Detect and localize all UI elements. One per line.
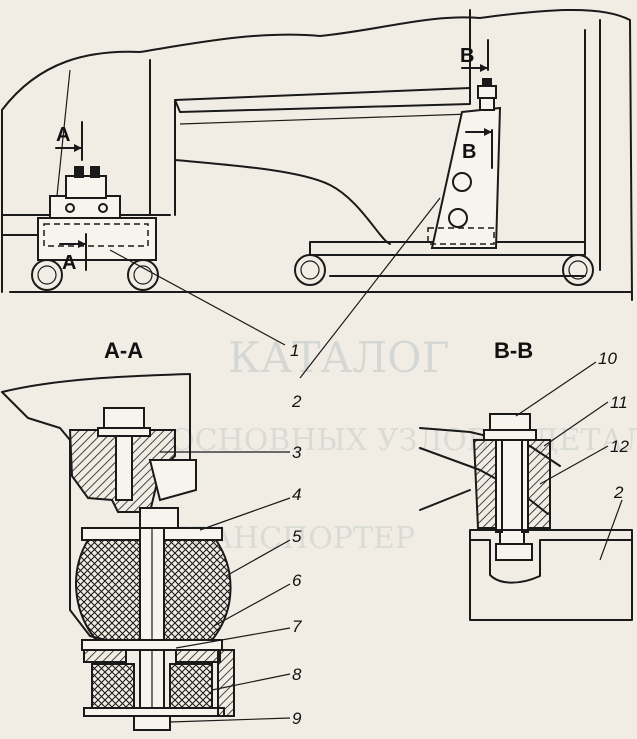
section-aa-drawing bbox=[1, 373, 235, 731]
watermark-line-1: КАТАЛОГ bbox=[228, 333, 449, 382]
arrow-label-b-lower: B bbox=[462, 141, 476, 163]
leader-2 bbox=[299, 197, 441, 379]
section-bb-drawing bbox=[419, 413, 633, 621]
callout-4: 4 bbox=[292, 485, 301, 504]
arrow-label-a-top: A bbox=[56, 124, 70, 146]
callout-9: 9 bbox=[292, 709, 302, 728]
section-arrow-a-bottom: A bbox=[59, 233, 87, 274]
callout-12: 12 bbox=[610, 437, 629, 456]
callout-2-bb: 2 bbox=[613, 483, 624, 502]
arrow-label-b-top: B bbox=[460, 45, 474, 67]
callout-5: 5 bbox=[292, 527, 302, 546]
callout-6: 6 bbox=[292, 571, 302, 590]
section-arrow-b-top: B bbox=[460, 39, 489, 72]
section-title-aa: A-A bbox=[104, 338, 143, 363]
vehicle-overview bbox=[1, 8, 633, 301]
section-arrow-a-top: A bbox=[55, 121, 83, 161]
callout-11: 11 bbox=[610, 393, 628, 412]
callout-7: 7 bbox=[292, 617, 302, 636]
watermark: КАТАЛОГ ОСНОВНЫХ УЗЛОВ И ДЕТАЛЕЙ ТРАНСПО… bbox=[170, 333, 637, 556]
aa-callouts: 3 4 5 6 7 8 9 bbox=[160, 443, 302, 728]
callout-8: 8 bbox=[292, 665, 302, 684]
callout-1: 1 bbox=[290, 341, 299, 360]
leader-1 bbox=[109, 249, 286, 346]
callout-10: 10 bbox=[598, 349, 617, 368]
bb-callouts: 10 11 12 2 bbox=[515, 349, 629, 561]
callout-3: 3 bbox=[292, 443, 302, 462]
section-arrow-b-lower: B bbox=[462, 128, 493, 169]
callout-2: 2 bbox=[291, 392, 302, 411]
section-title-bb: B-B bbox=[494, 338, 533, 363]
arrow-label-a-bottom: A bbox=[62, 252, 76, 274]
